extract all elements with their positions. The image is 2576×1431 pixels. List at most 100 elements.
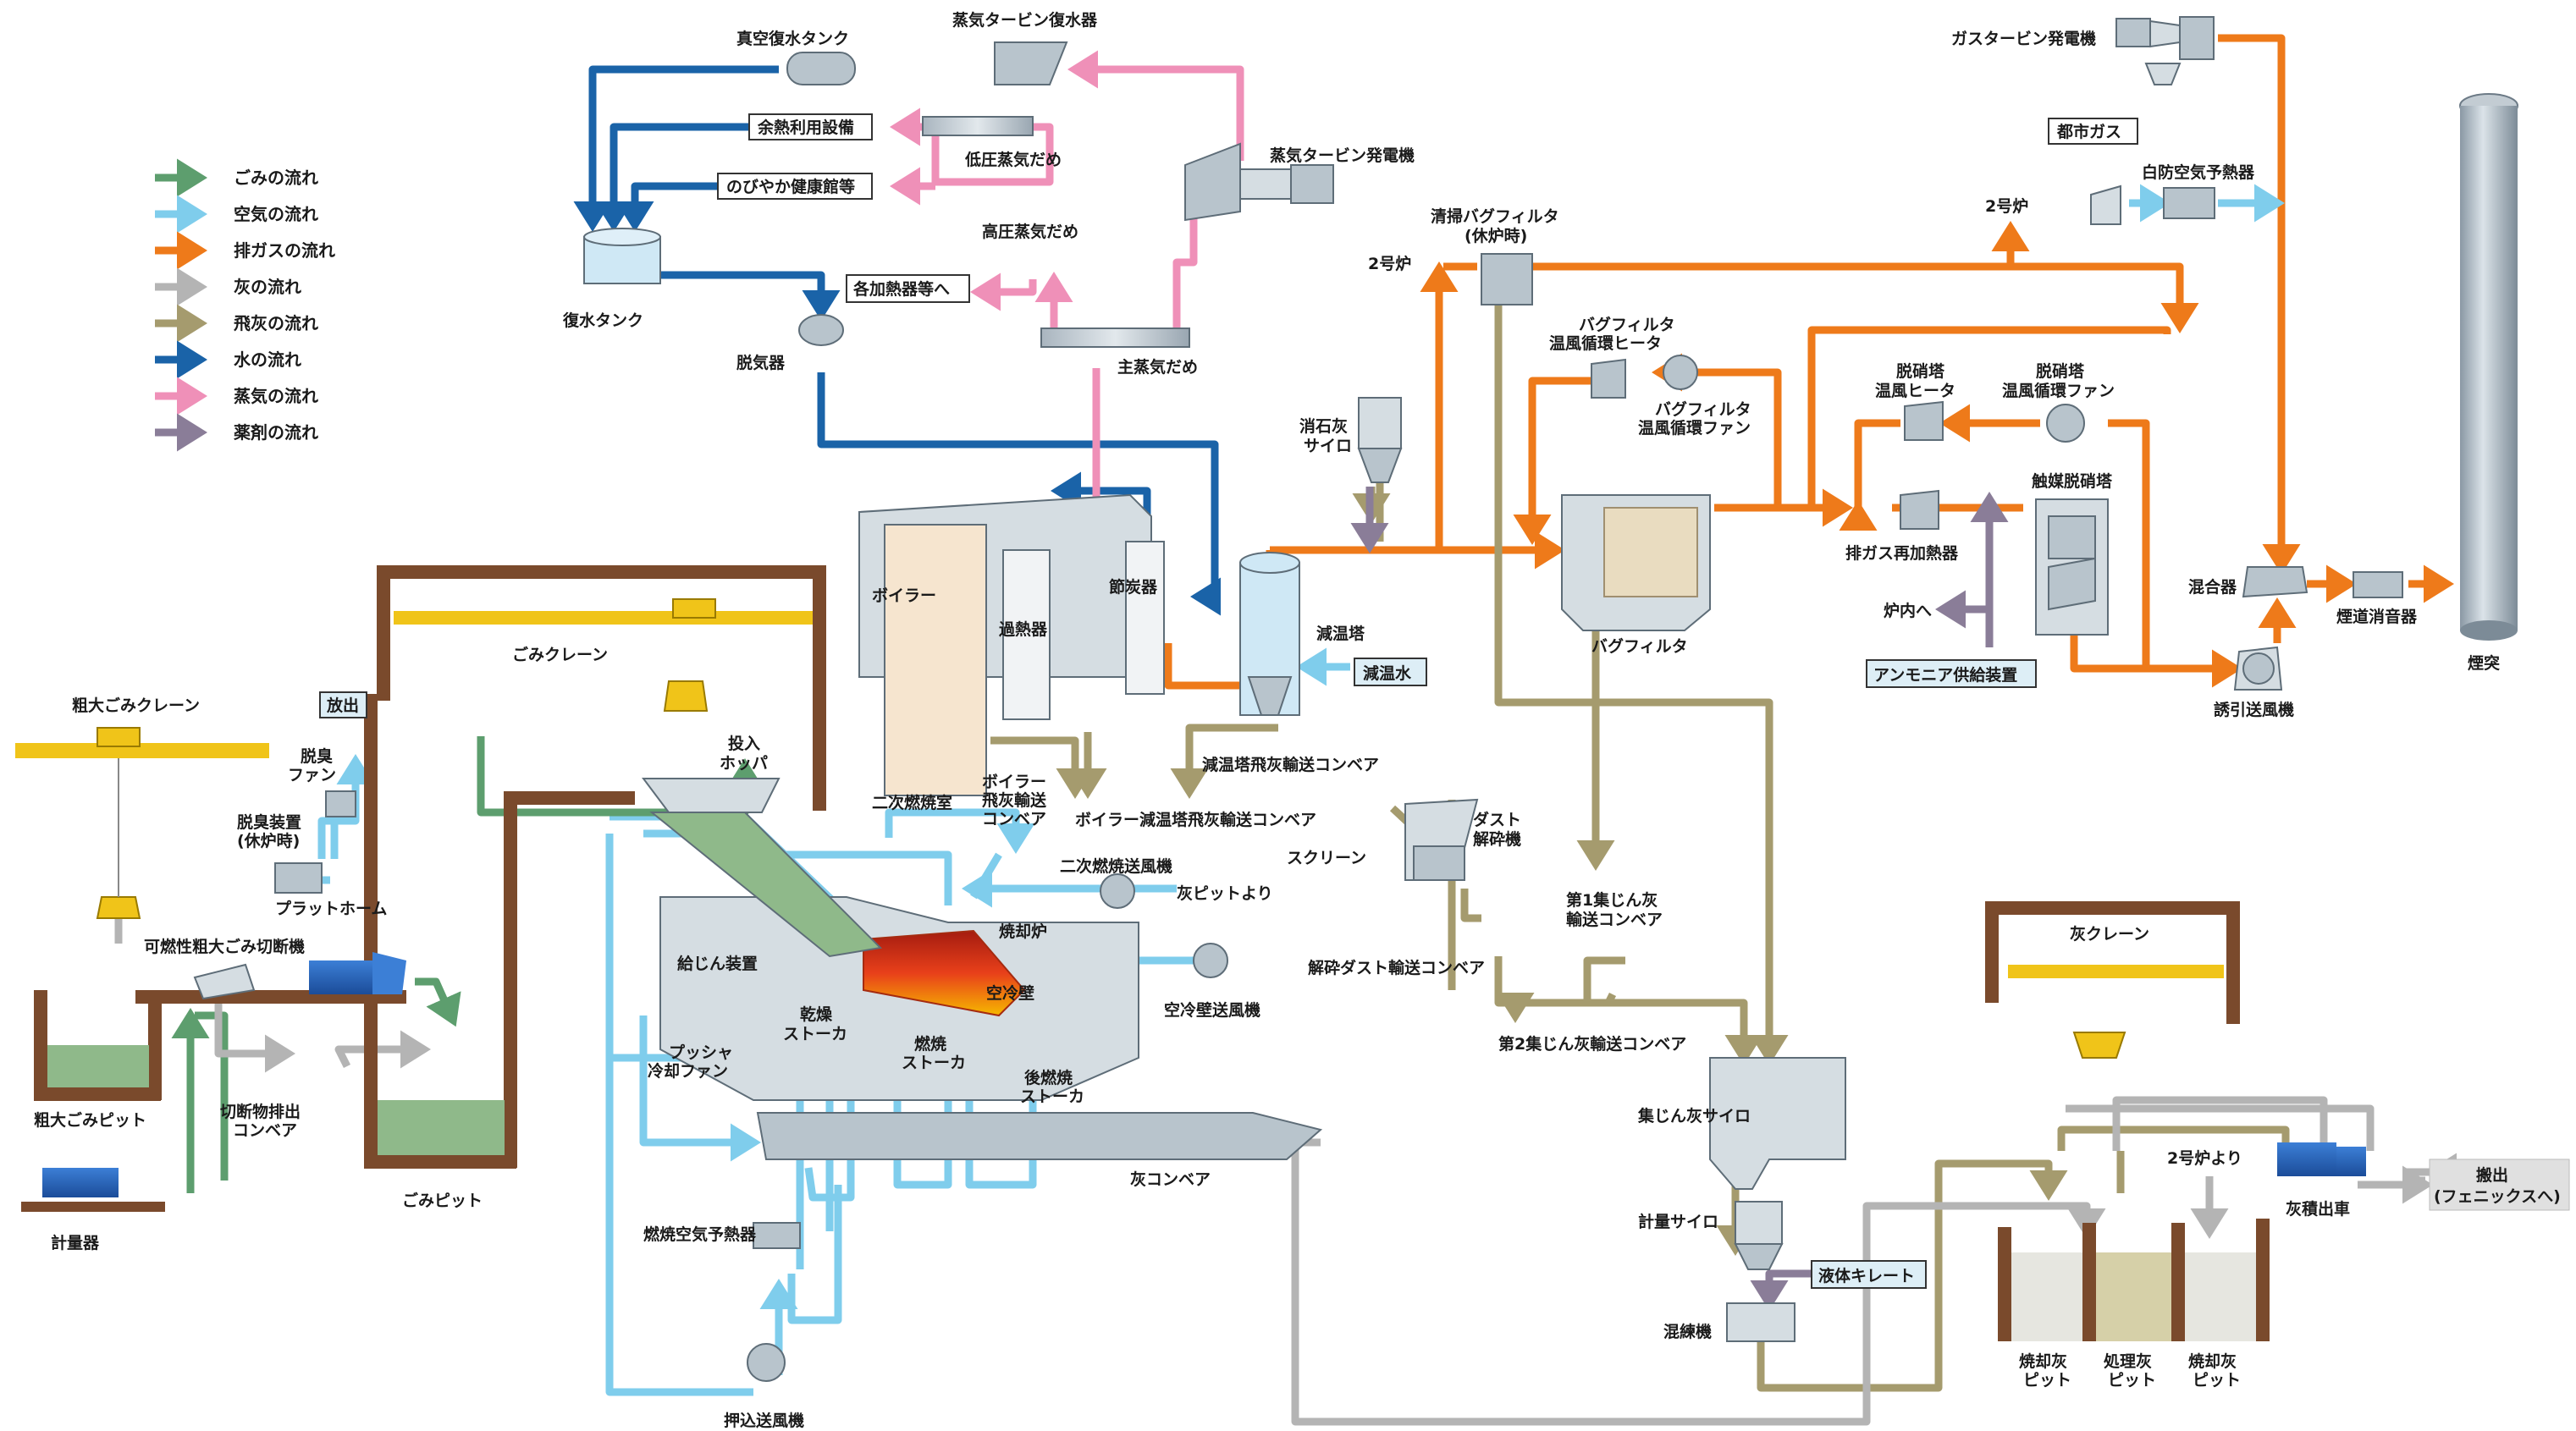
kneader bbox=[1726, 1302, 1795, 1342]
label-superheater: 過熱器 bbox=[999, 619, 1048, 639]
label-air-wall: 空冷壁 bbox=[986, 983, 1034, 1003]
label-burn-stoker-1: 燃焼 bbox=[914, 1034, 946, 1054]
bulky-crane bbox=[15, 727, 269, 919]
label-furnace2-b: 2号炉 bbox=[1985, 196, 2028, 216]
id-fan bbox=[2233, 646, 2283, 691]
white-preheater bbox=[2090, 184, 2215, 225]
svg-text:ごみの流れ: ごみの流れ bbox=[234, 168, 318, 188]
air-wall-fan bbox=[1193, 943, 1228, 978]
boiler bbox=[858, 493, 1165, 796]
exhaust-flows bbox=[1164, 34, 2454, 690]
legend: ごみの流れ 空気の流れ 排ガスの流れ 灰の流れ 飛灰の流れ 水の流れ 蒸気の流れ bbox=[155, 158, 335, 452]
garbage-crane bbox=[394, 598, 813, 712]
label-deodor-fan-1: 脱臭 bbox=[301, 746, 333, 766]
label-release: 放出 bbox=[326, 696, 359, 715]
label-economizer: 節炭器 bbox=[1109, 577, 1158, 597]
ash-truck bbox=[2277, 1142, 2366, 1176]
label-cooling-water: 減温水 bbox=[1363, 663, 1412, 683]
ash-crane bbox=[1985, 901, 2240, 1059]
label-lime-silo-1: 消石灰 bbox=[1299, 416, 1348, 436]
label-pusher-fan-1: プッシャ bbox=[669, 1043, 733, 1062]
lp-header bbox=[922, 116, 1034, 136]
label-ammonia: アンモニア供給装置 bbox=[1873, 665, 2017, 685]
label-bag-fan-2: 温風循環ファン bbox=[1638, 418, 1751, 438]
label-deodor-dev-2: (休炉時) bbox=[237, 831, 300, 850]
label-crushed-conveyor: 解砕ダスト輸送コンベア bbox=[1308, 958, 1485, 977]
svg-text:空気の流れ: 空気の流れ bbox=[234, 204, 318, 224]
flue-silencer bbox=[2353, 571, 2403, 598]
meter-silo bbox=[1734, 1201, 1784, 1270]
label-from-furnace2: 2号炉より bbox=[2167, 1148, 2242, 1168]
label-deodor-fan-2: ファン bbox=[288, 766, 336, 784]
label-waste-heat: 余熱利用設備 bbox=[757, 118, 854, 137]
label-clean-bag-1: 清掃バグフィルタ bbox=[1431, 206, 1559, 226]
label-chelate: 液体キレート bbox=[1818, 1266, 1915, 1285]
label-crane: ごみクレーン bbox=[512, 645, 608, 664]
label-garbage-pit: ごみピット bbox=[402, 1191, 483, 1210]
bag-filter bbox=[1561, 494, 1711, 631]
labels: 真空復水タンク 蒸気タービン復水器 余熱利用設備 低圧蒸気だめ のびやか健康館等… bbox=[34, 10, 2570, 1430]
label-lp-header: 低圧蒸気だめ bbox=[964, 150, 1062, 169]
legend-item: ごみの流れ bbox=[155, 158, 318, 197]
svg-text:水の流れ: 水の流れ bbox=[234, 349, 301, 370]
turbine-condenser bbox=[994, 41, 1068, 85]
label-boiler-fly-2: 飛灰輸送 bbox=[982, 790, 1047, 810]
label-bulky-crane: 粗大ごみクレーン bbox=[72, 696, 200, 715]
label-feeder: 給じん装置 bbox=[677, 954, 758, 973]
label-id-fan: 誘引送風機 bbox=[2214, 700, 2294, 719]
label-bag-heater-1: バグフィルタ bbox=[1579, 315, 1675, 334]
label-catalytic: 触媒脱硝塔 bbox=[2032, 471, 2113, 491]
legend-item: 空気の流れ bbox=[155, 195, 318, 234]
label-cut-conveyor-1: 切断物排出 bbox=[220, 1102, 301, 1121]
bag-heater bbox=[1591, 358, 1626, 399]
label-boiler-cooling-conveyor: ボイラー減温塔飛灰輸送コンベア bbox=[1075, 810, 1316, 829]
label-meter-silo: 計量サイロ bbox=[1638, 1212, 1718, 1231]
svg-text:灰の流れ: 灰の流れ bbox=[234, 277, 301, 297]
hopper bbox=[642, 778, 883, 958]
label-deodor-dev-1: 脱臭装置 bbox=[237, 812, 301, 832]
dust-crusher bbox=[1413, 845, 1465, 881]
label-boiler: ボイラー bbox=[872, 586, 936, 605]
bulky-truck bbox=[309, 952, 406, 994]
label-carry-out-2: (フェニックスへ) bbox=[2434, 1187, 2561, 1206]
label-ash-conveyor: 灰コンベア bbox=[1130, 1170, 1211, 1189]
ash-pits bbox=[1998, 1219, 2270, 1341]
label-post-stoker-2: ストーカ bbox=[1020, 1087, 1084, 1106]
label-clean-bag-2: (休炉時) bbox=[1465, 226, 1527, 245]
label-first-conveyor-1: 第1集じん灰 bbox=[1566, 890, 1658, 910]
label-hopper-1: 投入 bbox=[728, 734, 760, 753]
label-boiler-fly-1: ボイラー bbox=[982, 773, 1046, 791]
legend-item: 排ガスの流れ bbox=[155, 231, 335, 270]
bulky-pit bbox=[34, 963, 406, 1101]
label-deaerator: 脱気器 bbox=[736, 353, 786, 372]
reheater bbox=[1900, 489, 1939, 530]
label-denox-fan-2: 温風循環ファン bbox=[2002, 381, 2115, 400]
label-lime-silo-2: サイロ bbox=[1304, 437, 1352, 455]
label-carry-out-1: 搬出 bbox=[2476, 1165, 2508, 1185]
label-ash-truck: 灰積出車 bbox=[2286, 1199, 2350, 1219]
label-shredder: 可燃性粗大ごみ切断機 bbox=[144, 937, 305, 956]
label-main-header: 主蒸気だめ bbox=[1117, 357, 1198, 377]
label-pit-incin-2-a: 焼却灰 bbox=[2188, 1351, 2237, 1371]
gas-turbine-generator bbox=[2115, 16, 2215, 85]
label-cut-conveyor-2: コンベア bbox=[233, 1121, 297, 1140]
label-white-preheater: 白防空気予熱器 bbox=[2142, 162, 2255, 182]
deodor-device bbox=[274, 862, 323, 894]
svg-text:蒸気の流れ: 蒸気の流れ bbox=[234, 386, 318, 406]
incinerator bbox=[659, 896, 1323, 1160]
label-to-heaters: 各加熱器等へ bbox=[852, 279, 950, 299]
scale-truck bbox=[21, 1168, 165, 1212]
label-pusher-fan-2: 冷却ファン bbox=[648, 1061, 728, 1081]
label-dust-silo: 集じん灰サイロ bbox=[1637, 1106, 1751, 1126]
label-vacuum-tank: 真空復水タンク bbox=[736, 29, 849, 48]
chimney bbox=[2459, 93, 2518, 641]
label-pit-incin-1-a: 焼却灰 bbox=[2019, 1351, 2067, 1371]
deaerator bbox=[798, 314, 844, 346]
label-dust-crusher-2: 解砕機 bbox=[1473, 829, 1521, 849]
label-cooling-conveyor: 減温塔飛灰輸送コンベア bbox=[1202, 755, 1379, 774]
label-dry-stoker-1: 乾燥 bbox=[800, 1004, 833, 1024]
label-dust-crusher-1: ダスト bbox=[1473, 810, 1521, 829]
feed-tank bbox=[583, 228, 661, 284]
label-denox-heater-1: 脱硝塔 bbox=[1896, 361, 1945, 381]
